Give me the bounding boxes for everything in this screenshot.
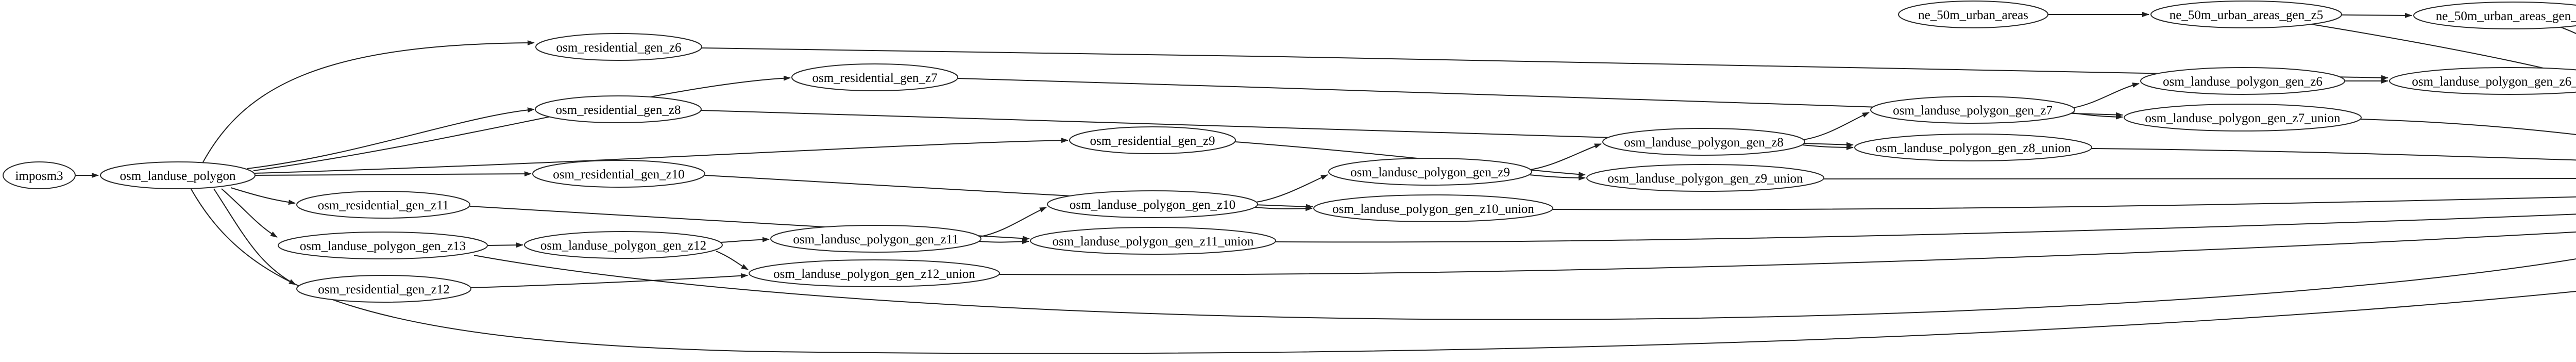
node-imposm3: imposm3 [3,161,76,189]
node-label: osm_landuse_polygon_gen_z8_union [1875,141,2071,155]
edge-gen_z13-layer_z13 [473,255,2576,320]
node-osm_landuse_polygon_gen_z8_union: osm_landuse_polygon_gen_z8_union [1854,134,2092,161]
edges [75,12,2576,354]
node-label: ne_50m_urban_areas_gen_z5 [2170,8,2324,22]
node-osm_landuse_polygon_gen_z10_union: osm_landuse_polygon_gen_z10_union [1313,194,1553,222]
edge-gen_z12-gen_z11 [720,237,770,243]
node-label: osm_landuse_polygon_gen_z6 [2163,75,2323,89]
node-ne_50m_urban_areas_gen_z5: ne_50m_urban_areas_gen_z5 [2150,1,2342,28]
edge-gen_z11-z11_union [978,239,1029,244]
node-osm_landuse_polygon_gen_z6: osm_landuse_polygon_gen_z6 [2140,67,2345,95]
node-label: osm_residential_gen_z11 [318,199,449,212]
node-osm_landuse_polygon_gen_z6_union: osm_landuse_polygon_gen_z6_union [2389,67,2576,95]
edge-landuse-res_z7 [253,75,791,171]
node-label: osm_landuse_polygon_gen_z8 [1624,136,1784,150]
edge-gen_z7-gen_z6 [2073,83,2140,108]
node-label: osm_landuse_polygon_gen_z9 [1350,166,1510,179]
edge-z7_union-layer_z7 [2359,119,2576,135]
node-label: ne_50m_urban_areas_gen_z4 [2436,9,2576,23]
edge-landuse-res_z9 [254,138,1069,174]
edge-z12_union-layer_z12 [999,231,2576,275]
node-label: osm_residential_gen_z8 [556,103,681,117]
edge-landuse-gen_z13 [221,188,278,238]
edge-z10_union-layer_z10 [1552,196,2576,210]
edge-res_z12-z12_union [470,273,748,288]
edge-gen_z8-z8_union [1802,144,1854,150]
node-label: osm_residential_gen_z9 [1090,134,1215,148]
node-label: osm_landuse_polygon_gen_z6_union [2412,75,2576,89]
edge-gen_z10-z10_union [1255,206,1313,211]
node-label: osm_landuse_polygon_gen_z10 [1070,198,1235,212]
node-osm_landuse_polygon_gen_z9_union: osm_landuse_polygon_gen_z9_union [1586,164,1824,192]
node-label: osm_landuse_polygon_gen_z9_union [1607,172,1803,186]
node-ne_50m_urban_areas_gen_z4: ne_50m_urban_areas_gen_z4 [2413,2,2576,29]
node-label: osm_landuse_polygon_gen_z11_union [1053,235,1254,249]
node-label: osm_landuse_polygon_gen_z11 [793,233,958,246]
edge-landuse-layer_z14 [190,188,2576,354]
edge-z11_union-layer_z11 [1275,213,2576,243]
node-label: osm_landuse_polygon_gen_z7_union [2145,111,2341,125]
node-label: osm_landuse_polygon_gen_z12_union [773,267,975,281]
node-label: osm_landuse_polygon_gen_z10_union [1332,202,1534,216]
node-osm_residential_gen_z6: osm_residential_gen_z6 [535,33,702,61]
edge-gen_z9-z9_union [1529,174,1586,180]
node-label: osm_residential_gen_z6 [556,41,682,55]
node-label: ne_50m_urban_areas [1918,8,2028,22]
node-osm_landuse_polygon_gen_z10: osm_landuse_polygon_gen_z10 [1047,190,1258,218]
edge-z8_union-layer_z8 [2091,148,2576,161]
edge-landuse-res_z8 [247,107,535,169]
node-label: osm_residential_gen_z10 [553,168,685,182]
node-osm_residential_gen_z12: osm_residential_gen_z12 [296,275,471,303]
node-osm_landuse_polygon_gen_z7_union: osm_landuse_polygon_gen_z7_union [2124,104,2362,131]
edge-landuse-res_z10 [255,171,532,177]
node-osm_landuse_polygon_gen_z8: osm_landuse_polygon_gen_z8 [1602,128,1805,156]
node-osm_landuse_polygon_gen_z7: osm_landuse_polygon_gen_z7 [1870,96,2075,124]
node-ne_50m_urban_areas: ne_50m_urban_areas [1898,1,2048,28]
node-label: osm_landuse_polygon_gen_z7 [1893,104,2053,118]
node-osm_residential_gen_z8: osm_residential_gen_z8 [535,95,702,123]
node-osm_landuse_polygon_gen_z12: osm_landuse_polygon_gen_z12 [524,231,723,259]
node-label: osm_residential_gen_z7 [812,71,938,85]
node-osm_landuse_polygon_gen_z12_union: osm_landuse_polygon_gen_z12_union [749,259,1000,287]
edge-landuse-res_z11 [230,187,296,205]
edge-landuse-res_z12 [213,188,296,285]
node-osm_landuse_polygon_gen_z11: osm_landuse_polygon_gen_z11 [770,225,981,253]
node-label: imposm3 [15,169,63,183]
node-osm_residential_gen_z10: osm_residential_gen_z10 [532,160,705,188]
node-osm_residential_gen_z9: osm_residential_gen_z9 [1069,126,1236,154]
node-osm_landuse_polygon: osm_landuse_polygon [100,161,256,189]
edge-gen_z12-z12_union [716,251,749,270]
node-osm_landuse_polygon_gen_z11_union: osm_landuse_polygon_gen_z11_union [1030,227,1276,255]
node-osm_residential_gen_z11: osm_residential_gen_z11 [296,191,470,219]
edge-gen_z11-gen_z10 [979,207,1047,237]
edge-gen_z8-gen_z7 [1803,112,1870,140]
node-osm_landuse_polygon_gen_z9: osm_landuse_polygon_gen_z9 [1328,158,1532,186]
node-label: osm_landuse_polygon_gen_z13 [300,239,466,253]
edge-z9_union-layer_z9 [1823,178,2576,181]
node-osm_residential_gen_z7: osm_residential_gen_z7 [791,63,958,91]
node-osm_landuse_polygon_gen_z13: osm_landuse_polygon_gen_z13 [278,232,488,259]
edge-landuse-res_z6 [200,40,535,167]
edge-gen_z9-gen_z8 [1530,143,1602,170]
node-label: osm_residential_gen_z12 [318,283,450,297]
node-label: osm_landuse_polygon_gen_z12 [540,239,706,253]
edge-gen_z10-gen_z9 [1256,174,1328,203]
node-label: osm_landuse_polygon [120,169,236,183]
